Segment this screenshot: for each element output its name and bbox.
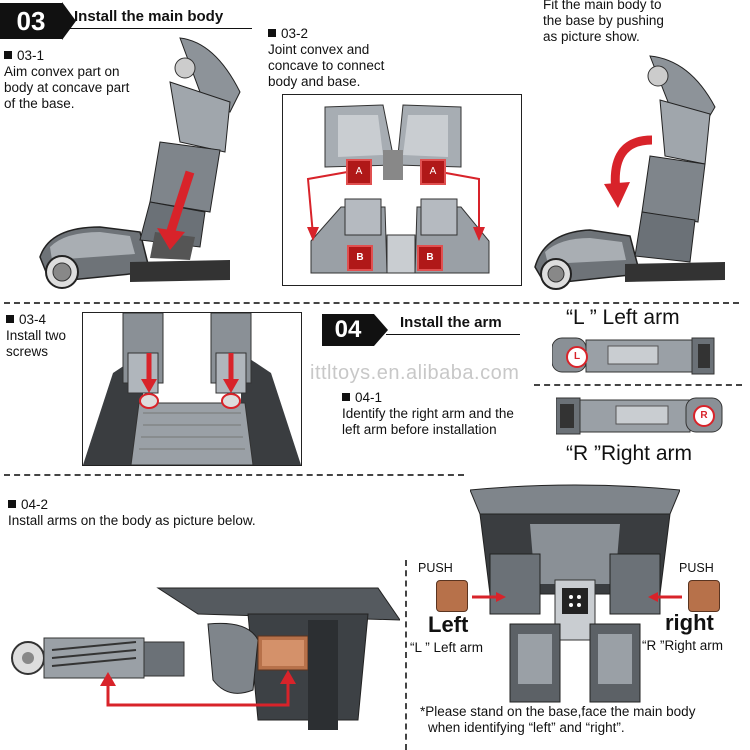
bullet-square-icon [6,315,14,323]
bullet-square-icon [342,393,350,401]
right-big-label: right [665,610,714,635]
push-right-arrow [648,592,682,602]
step-text-line: Install arms on the body as picture belo… [8,513,256,528]
step-text-line: left arm before installation [342,422,497,437]
illustration-04-2 [8,580,400,745]
badge-tab-shape [374,314,388,346]
right-arm-small-label: “R ”Right arm [642,638,724,653]
arm-divider [534,384,742,386]
step-label: 04-2 [21,497,49,512]
step-text-line: Identify the right arm and the [342,406,514,421]
bullet-square-icon [268,29,276,37]
bullet-square-icon [8,500,16,508]
push-left-arrow [472,592,506,602]
step-label: 03-4 [19,312,47,327]
step-03-1: 03-1 Aim convex part on body at concave … [4,48,129,112]
step-text-line: concave to connect [268,58,385,73]
right-arm-caption: “R ”Right arm [566,442,693,465]
step-text-line: of the base. [4,96,75,111]
vertical-divider [405,560,407,750]
step-text-line: body and base. [268,74,361,89]
orientation-note: *Please stand on the base,face the main … [420,704,695,736]
marker-a-right: A [420,159,446,185]
left-arm-illustration: L [552,334,732,376]
note-line: *Please stand on the base,face the main … [420,704,696,719]
step-label: 04-1 [355,390,383,405]
step-03-4: 03-4 Install two screws [6,312,66,360]
title-underline [386,334,520,335]
step-text-line: as picture show. [543,29,640,44]
left-arm-small-label: “L ” Left arm [410,640,484,655]
step-text-line: Joint convex and [268,42,370,57]
marker-a-left: A [346,159,372,185]
illustration-03-1 [30,32,260,294]
badge-tab-shape [62,2,76,40]
left-big-label: Left [428,612,469,637]
right-arm-illustration: R [556,394,726,436]
right-badge: R [693,405,715,427]
step-text-line: body at concave part [4,80,130,95]
step-text-line: Aim convex part on [4,64,120,79]
right-arm-connector [688,580,720,612]
step-text-line: Fit the main body to [543,0,662,12]
step-04-1: 04-1 Identify the right arm and the left… [342,390,514,438]
marker-b-left: B [347,245,373,271]
step-label: 03-2 [281,26,309,41]
left-arm-connector [436,580,468,612]
title-underline [64,28,252,29]
left-badge: L [566,346,588,368]
step-03-2: 03-2 Joint convex and concave to connect… [268,26,384,90]
screws-detail-box [82,312,302,466]
section-title: Install the arm [400,314,502,331]
step-04-2: 04-2 Install arms on the body as picture… [8,497,256,529]
illustration-03-3 [530,52,750,292]
step-text-line: the base by pushing [543,13,664,28]
step-text-line: screws [6,344,49,359]
push-right-label: PUSH [679,561,714,575]
bullet-square-icon [4,51,12,59]
step-number-badge: 04 [322,314,374,346]
watermark: ittltoys.en.alibaba.com [310,362,520,384]
push-left-label: PUSH [418,561,453,575]
section-divider [4,474,464,476]
section-divider [4,302,739,304]
step-number-badge: 03 [0,3,62,39]
step-text-line: Install two [6,328,67,343]
left-arm-caption: “L ” Left arm [566,306,680,329]
front-body-illustration [470,484,680,704]
joint-detail-box: A A B B [282,94,522,286]
step-label: 03-1 [17,48,45,63]
note-line: when identifying “left” and “right”. [428,720,625,735]
step-03-3: Fit the main body to the base by pushing… [543,0,664,45]
marker-b-right: B [417,245,443,271]
section-title: Install the main body [74,8,224,25]
